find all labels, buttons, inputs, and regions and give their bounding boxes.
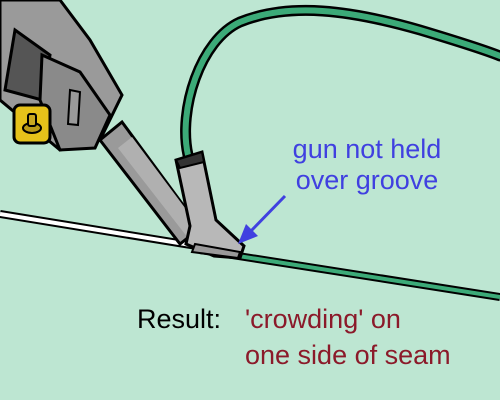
result-line-1: 'crowding' on bbox=[245, 304, 401, 334]
welding-tip bbox=[174, 150, 246, 260]
callout-arrow bbox=[238, 194, 287, 244]
callout-label: gun not held over groove bbox=[272, 134, 462, 196]
result-line-2: one side of seam bbox=[245, 340, 451, 370]
result-description: 'crowding' on one side of seam bbox=[245, 301, 451, 373]
welding-gun bbox=[0, 0, 203, 247]
callout-line-2: over groove bbox=[295, 165, 439, 195]
seam-weld-bead bbox=[199, 246, 500, 301]
callout-line-1: gun not held bbox=[292, 134, 442, 164]
gun-adjustment-knob bbox=[12, 103, 52, 145]
filler-rod bbox=[180, 4, 500, 161]
result-label: Result: bbox=[137, 304, 222, 334]
